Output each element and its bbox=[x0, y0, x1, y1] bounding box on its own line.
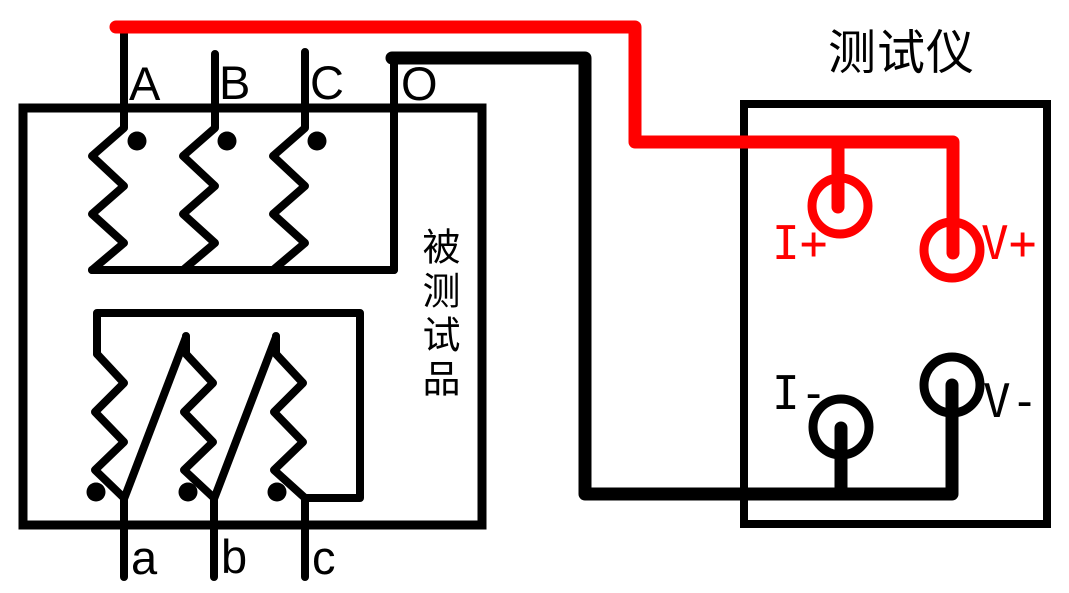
primary-winding-b bbox=[179, 50, 219, 274]
terminal-ring-i-plus bbox=[807, 173, 873, 239]
secondary-frame bbox=[93, 309, 364, 502]
terminal-label-A: A bbox=[129, 57, 161, 110]
positive-terminal-rings bbox=[807, 173, 985, 283]
terminal-ring-v-minus bbox=[919, 352, 985, 418]
secondary-winding-b bbox=[180, 332, 218, 581]
device-under-test-label: 被测试品 bbox=[416, 227, 460, 403]
terminal-label-a: a bbox=[131, 531, 158, 584]
transformer-windings bbox=[88, 27, 398, 581]
tester-terminal-label-i-plus: I+ bbox=[772, 216, 828, 270]
tester-terminal-label-i-minus: I- bbox=[772, 366, 828, 420]
polarity-dot-a bbox=[86, 482, 106, 502]
negative-wire bbox=[385, 51, 959, 501]
primary-winding-c bbox=[269, 48, 309, 274]
polarity-dots bbox=[86, 131, 327, 502]
tester-title: 测试仪 bbox=[828, 25, 976, 81]
terminal-ring-v-plus bbox=[919, 217, 985, 283]
tester-box bbox=[740, 100, 1051, 528]
polarity-dot-C bbox=[307, 131, 327, 151]
primary-winding-a bbox=[88, 27, 128, 274]
terminal-label-c: c bbox=[312, 531, 336, 584]
positive-wire bbox=[109, 20, 960, 260]
secondary-winding-c bbox=[270, 332, 309, 581]
delta-link-ab bbox=[120, 333, 190, 503]
terminal-label-C: C bbox=[310, 56, 344, 109]
delta-link-bc bbox=[210, 333, 280, 503]
polarity-dot-c bbox=[267, 482, 287, 502]
tester-terminal-label-v-plus: V+ bbox=[981, 216, 1037, 270]
polarity-dot-A bbox=[127, 131, 147, 151]
polarity-dot-b bbox=[178, 482, 198, 502]
terminal-label-O: O bbox=[401, 57, 438, 110]
terminal-ring-i-minus bbox=[808, 394, 874, 460]
negative-test-lead bbox=[385, 51, 959, 501]
terminal-label-B: B bbox=[219, 56, 251, 109]
negative-terminal-rings bbox=[808, 352, 985, 460]
secondary-winding-a bbox=[91, 350, 128, 581]
tester-terminal-label-v-minus: V- bbox=[983, 374, 1039, 428]
device-under-test-box bbox=[18, 103, 487, 530]
polarity-dot-B bbox=[217, 131, 237, 151]
terminal-label-b: b bbox=[221, 530, 248, 583]
enclosure-boxes bbox=[18, 100, 1051, 530]
